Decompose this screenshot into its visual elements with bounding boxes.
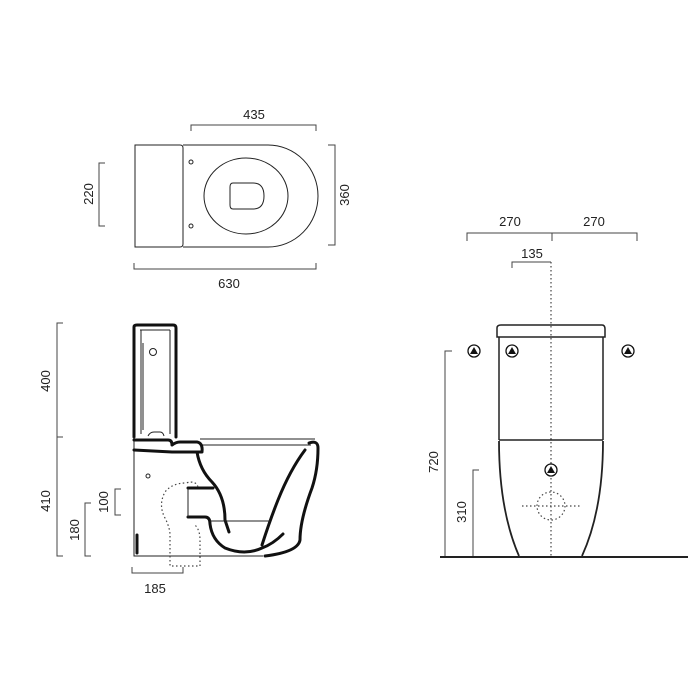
bowl-top-outline — [183, 144, 319, 248]
dim-label-220: 220 — [81, 183, 96, 205]
dim-supply-offset: 135 — [511, 246, 551, 268]
hinge-hole-icon — [188, 159, 194, 165]
bowl-front — [498, 440, 604, 557]
outlet-pipe-dotted — [160, 481, 201, 567]
bowl-side — [132, 437, 320, 558]
dim-outlet-from-wall: 185 — [131, 567, 184, 596]
dim-label-270-left: 270 — [499, 214, 521, 229]
dim-label-185: 185 — [144, 581, 166, 596]
dim-cistern-width: 220 — [81, 162, 105, 227]
outlet-crosshair — [522, 491, 580, 521]
cistern-front — [496, 324, 606, 441]
dim-label-400: 400 — [38, 370, 53, 392]
top-view: 435 220 360 630 — [81, 107, 352, 291]
cistern-side — [132, 323, 178, 439]
water-supply-icon — [467, 344, 481, 358]
dim-label-410: 410 — [38, 490, 53, 512]
dim-label-180: 180 — [67, 519, 82, 541]
dim-label-270-right: 270 — [583, 214, 605, 229]
water-supply-icon — [621, 344, 635, 358]
dim-half-clearance: 270 270 — [466, 214, 638, 241]
dim-label-435: 435 — [243, 107, 265, 122]
side-view: 400 410 100 180 185 — [38, 322, 320, 596]
seat-ring — [203, 157, 289, 235]
dim-label-360: 360 — [337, 184, 352, 206]
side-hole-icon — [145, 473, 151, 479]
dim-label-135: 135 — [521, 246, 543, 261]
dim-bowl-width: 360 — [328, 144, 352, 246]
dim-floor-supply-height: 310 — [454, 469, 479, 556]
dim-label-720: 720 — [426, 451, 441, 473]
bowl-opening — [229, 182, 265, 210]
dim-label-310: 310 — [454, 501, 469, 523]
dim-label-100: 100 — [96, 491, 111, 513]
cistern-button-hole-icon — [149, 348, 157, 356]
dim-cistern-height: 400 — [38, 322, 63, 438]
dim-seat-length: 435 — [190, 107, 317, 131]
dim-bowl-height: 410 — [38, 437, 63, 557]
front-view: 270 270 135 — [426, 214, 688, 558]
dim-overall-length: 630 — [133, 263, 317, 291]
hinge-hole-icon — [188, 223, 194, 229]
dim-outlet-height: 100 — [96, 488, 121, 516]
cistern-top — [134, 144, 184, 248]
water-supply-icon — [505, 344, 519, 358]
water-supply-icon — [544, 463, 558, 477]
dim-outlet-from-floor: 180 — [67, 502, 91, 557]
dim-label-630: 630 — [218, 276, 240, 291]
dim-supply-height: 720 — [426, 350, 452, 556]
